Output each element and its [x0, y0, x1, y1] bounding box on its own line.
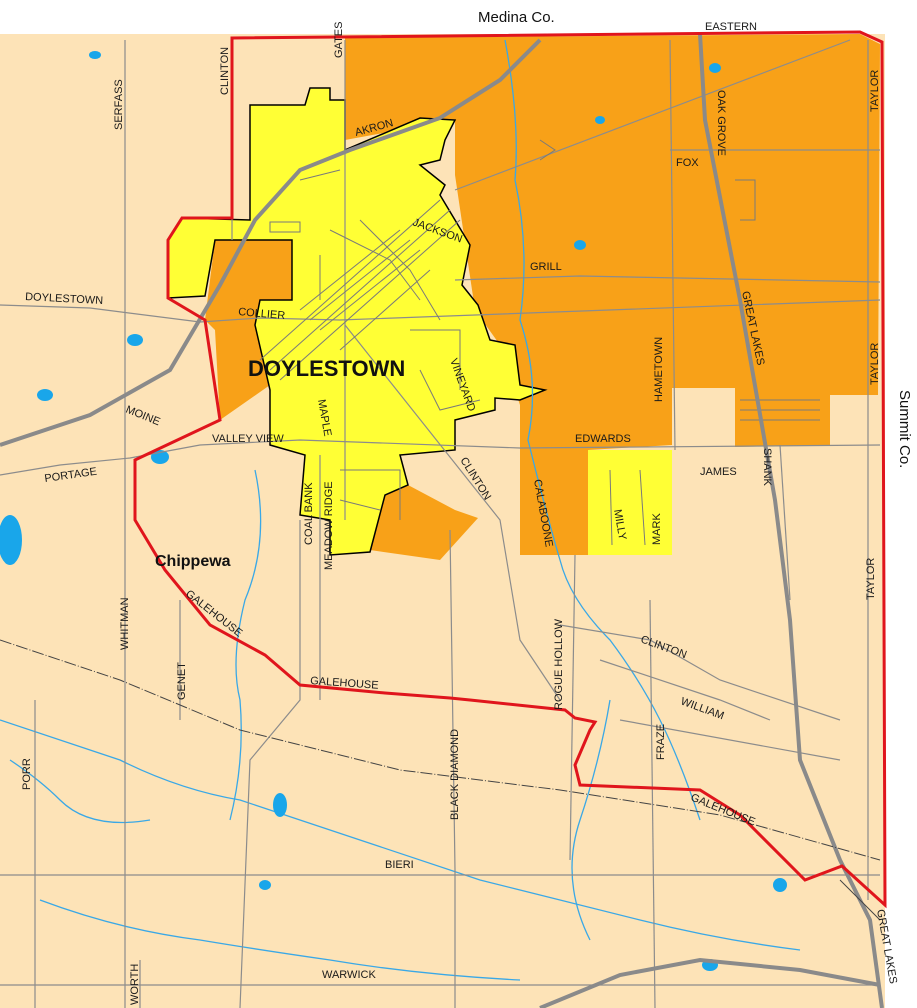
railroad-east [839, 879, 881, 921]
road-label-worth: WORTH [129, 964, 141, 1005]
creek-south [39, 899, 521, 981]
stream-east [571, 699, 611, 941]
road-label-bieri: BIERI [385, 859, 414, 871]
road-label-taylor-mid: TAYLOR [869, 343, 881, 385]
road-label-whitman: WHITMAN [119, 597, 131, 650]
map-margin-top [0, 0, 917, 34]
creek-west [0, 719, 801, 951]
road-label-edwards: EDWARDS [575, 433, 631, 445]
stream-sw [9, 759, 151, 824]
pond-5 [709, 63, 721, 73]
road-label-coal-bank: COAL BANK [303, 482, 315, 545]
road-label-fraze: FRAZE [655, 724, 667, 760]
road-label-porr: PORR [21, 758, 33, 790]
road-label-mark: MARK [651, 513, 663, 545]
orange-service-area [345, 34, 880, 555]
road-label-doylestown: DOYLESTOWN [25, 291, 104, 307]
pond-11 [595, 116, 605, 124]
road-label-taylor-top: TAYLOR [869, 70, 881, 112]
township-label: Chippewa [155, 553, 231, 570]
road-label-eastern: EASTERN [705, 21, 757, 33]
road-label-hametown: HAMETOWN [653, 337, 665, 402]
summit-county-label: Summit Co. [896, 390, 913, 468]
road-label-black-diamond: BLACK DIAMOND [449, 729, 461, 820]
pond-6 [574, 240, 586, 250]
road-label-collier: COLLIER [238, 306, 286, 322]
road-label-gates: GATES [333, 22, 345, 58]
road-label-valley-view: VALLEY VIEW [212, 433, 284, 445]
railroad-main [0, 639, 881, 861]
road-label-james: JAMES [700, 466, 737, 478]
village-streets [259, 139, 820, 546]
yellow-area-milly-mark [588, 450, 672, 555]
road-label-shank: SHANK [761, 448, 773, 487]
pond-1 [0, 515, 22, 565]
road-label-rogue-hollow: ROGUE HOLLOW [553, 618, 565, 710]
road-label-clinton-nw: CLINTON [219, 47, 231, 95]
highway-south [539, 957, 881, 1008]
road-label-oak-grove: OAK GROVE [715, 90, 727, 156]
highway-doylestown [0, 38, 542, 447]
road-label-fox: FOX [676, 157, 699, 169]
road-label-genet: GENET [176, 662, 188, 700]
road-label-meadow-ridge: MEADOW RIDGE [323, 481, 335, 570]
stream-chippewa [229, 469, 262, 821]
pond-2 [127, 334, 143, 346]
pond-4 [37, 389, 53, 401]
pond-10 [89, 51, 101, 59]
road-label-milly: MILLY [611, 508, 628, 541]
pond-7 [273, 793, 287, 817]
orange-area-west [205, 240, 292, 420]
village-label: DOYLESTOWN [248, 356, 405, 381]
township-boundary [133, 30, 887, 909]
orange-area-south [370, 485, 478, 560]
pond-9 [773, 878, 787, 892]
road-label-taylor-south: TAYLOR [865, 558, 877, 600]
road-label-warwick: WARWICK [322, 969, 376, 981]
map-margin-right [885, 0, 917, 1008]
medina-county-label: Medina Co. [478, 9, 555, 26]
creek-north [504, 39, 701, 821]
pond-12 [259, 880, 271, 890]
road-label-serfass: SERFASS [113, 79, 125, 130]
village-area [167, 87, 548, 556]
road-label-grill: GRILL [530, 261, 562, 273]
road-label-galehouse-mid: GALEHOUSE [310, 675, 379, 692]
